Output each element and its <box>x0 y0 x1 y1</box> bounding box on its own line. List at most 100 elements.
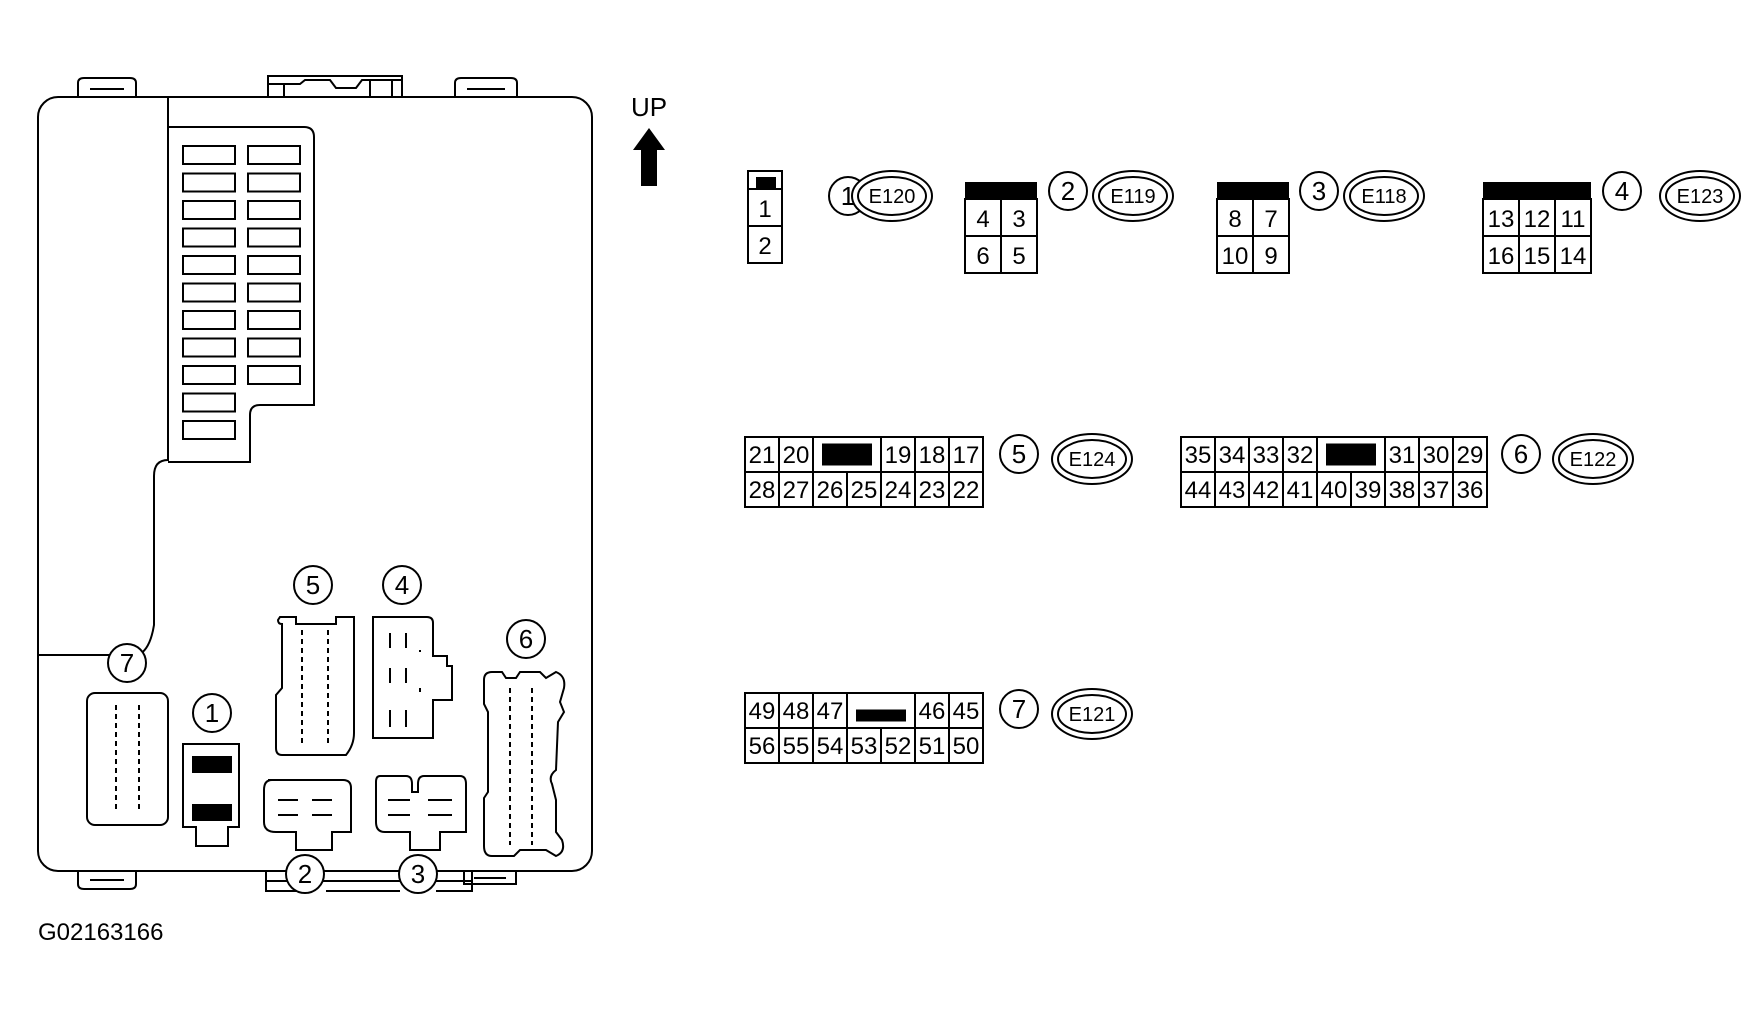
fuse-panel-boundary <box>38 97 169 656</box>
fuse-slot <box>182 420 236 440</box>
pin-number: 13 <box>1488 206 1515 233</box>
pin-number: 28 <box>749 477 776 504</box>
fuse-slot <box>247 310 301 330</box>
pin-number: 37 <box>1423 477 1450 504</box>
fuse-slot <box>182 392 236 413</box>
pin-number: 29 <box>1457 442 1484 469</box>
pin-number: 8 <box>1228 206 1241 233</box>
connector-callout-number: 1 <box>841 181 855 211</box>
figure-id: G02163166 <box>38 919 163 946</box>
pin-number: 12 <box>1524 206 1551 233</box>
connector-callout-number: 3 <box>1312 176 1326 206</box>
pin-number: 1 <box>758 196 771 223</box>
box-callout-number: 6 <box>519 624 533 654</box>
box-callout-number: 3 <box>411 859 425 889</box>
pin-number: 3 <box>1012 206 1025 233</box>
pin-number: 44 <box>1185 477 1212 504</box>
connector-code-badge <box>1051 688 1133 740</box>
pin-number: 22 <box>953 477 980 504</box>
pin-number: 18 <box>919 442 946 469</box>
fuse-slot <box>247 200 301 220</box>
fuse-slot <box>247 227 301 248</box>
pin-number: 38 <box>1389 477 1416 504</box>
connector-code-badge <box>1343 170 1425 222</box>
fuse-slot <box>182 337 236 358</box>
box-callout-3: 3 <box>398 854 438 894</box>
pin-number: 31 <box>1389 442 1416 469</box>
connector-code-badge <box>1092 170 1174 222</box>
connector-callout <box>1602 171 1642 211</box>
connector-callout <box>999 689 1039 729</box>
pin-number: 33 <box>1253 442 1280 469</box>
fuse-slot <box>182 227 236 248</box>
pin-number: 7 <box>1264 206 1277 233</box>
connector-key <box>1217 182 1289 199</box>
box-callout-5: 5 <box>293 565 333 605</box>
box-callout-number: 7 <box>120 648 134 678</box>
connector-callout-number: 4 <box>1615 176 1629 206</box>
connector-callout <box>1048 171 1088 211</box>
connector-1-pinout: 1 2 1 E120 <box>747 170 933 264</box>
pin-number: 51 <box>919 733 946 760</box>
box-callout-number: 5 <box>306 570 320 600</box>
connector-key <box>822 443 872 466</box>
box-connector-2 <box>263 779 352 851</box>
pin-number: 55 <box>783 733 810 760</box>
fuse-slot <box>182 145 236 165</box>
pin-number: 54 <box>817 733 844 760</box>
pin-number: 47 <box>817 698 844 725</box>
pin-number: 25 <box>851 477 878 504</box>
connector-callout <box>1299 171 1339 211</box>
pin-number: 34 <box>1219 442 1246 469</box>
pin-number: 16 <box>1488 243 1515 270</box>
pin-number: 20 <box>783 442 810 469</box>
box-callout-6: 6 <box>506 619 546 659</box>
connector-code: E122 <box>1570 449 1617 471</box>
fuse-slot <box>182 310 236 330</box>
pin-number: 21 <box>749 442 776 469</box>
connector-key <box>965 182 1037 199</box>
connector-callout-number: 7 <box>1012 694 1026 724</box>
pin-number: 56 <box>749 733 776 760</box>
fuse-block-outline <box>168 126 315 463</box>
orientation-indicator: UP <box>631 92 667 186</box>
box-connector-7 <box>86 692 169 826</box>
fuse-slot <box>247 145 301 165</box>
up-label: UP <box>631 92 667 122</box>
pin-number: 45 <box>953 698 980 725</box>
connector-code: E121 <box>1069 704 1116 726</box>
connector-callout <box>999 434 1039 474</box>
pin-number: 41 <box>1287 477 1314 504</box>
connector-key <box>1326 443 1376 466</box>
pin-number: 35 <box>1185 442 1212 469</box>
pin-number: 14 <box>1560 243 1587 270</box>
fuse-grid <box>182 145 301 440</box>
box-callout-4: 4 <box>382 565 422 605</box>
pin-number: 9 <box>1264 243 1277 270</box>
box-connector-3 <box>375 775 467 851</box>
pin-number: 17 <box>953 442 980 469</box>
pin-number: 46 <box>919 698 946 725</box>
connector-code: E119 <box>1110 186 1155 208</box>
connector-key <box>756 177 776 189</box>
pin-number: 49 <box>749 698 776 725</box>
box-connector-4 <box>372 616 453 739</box>
connector-code-badge <box>1051 433 1133 485</box>
connector-code: E120 <box>869 186 916 208</box>
pin-number: 48 <box>783 698 810 725</box>
fuse-slot <box>182 282 236 303</box>
box-callout-number: 1 <box>205 698 219 728</box>
pin-number: 5 <box>1012 243 1025 270</box>
pin-number: 2 <box>758 233 771 260</box>
fuse-slot <box>247 365 301 385</box>
connector-key <box>1483 182 1591 199</box>
fuse-slot <box>182 172 236 193</box>
connector-code-badge <box>1659 170 1741 222</box>
